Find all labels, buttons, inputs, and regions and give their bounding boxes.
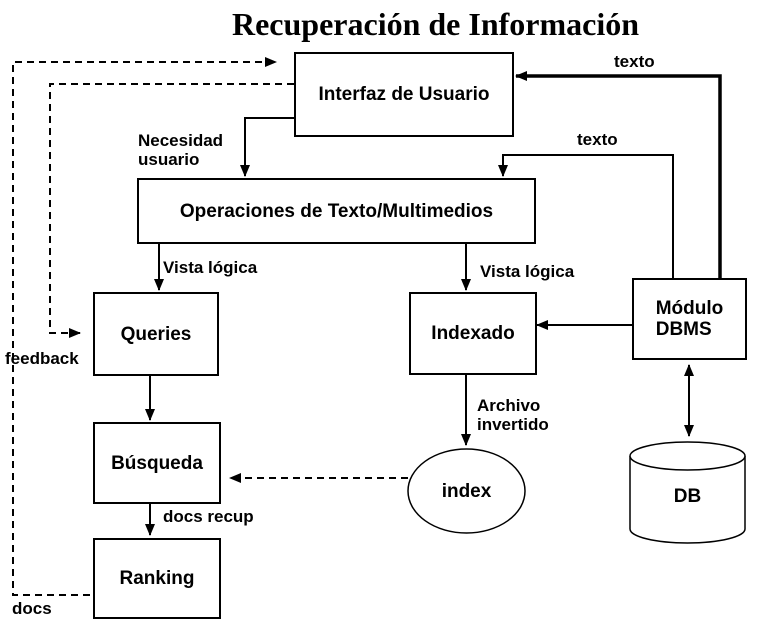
dashed-ranking-to-interfaz-docs xyxy=(12,57,277,596)
node-db-shape xyxy=(629,441,746,544)
node-modulo-dbms: Módulo DBMS xyxy=(632,278,747,360)
dashed-interfaz-to-queries-feedback xyxy=(49,83,294,338)
edge-label-texto-mid: texto xyxy=(577,130,618,149)
node-queries: Queries xyxy=(93,292,219,376)
edge-label-texto-top: texto xyxy=(614,52,655,71)
edge-label-feedback: feedback xyxy=(5,349,79,368)
node-interfaz-label: Interfaz de Usuario xyxy=(318,84,490,105)
connector-dbms-to-operaciones-texto xyxy=(498,154,674,278)
diagram-title: Recuperación de Información xyxy=(231,6,640,42)
node-operaciones-texto: Operaciones de Texto/Multimedios xyxy=(137,178,536,244)
edge-label-docs-recup: docs recup xyxy=(163,507,254,526)
connector-interfaz-to-operaciones xyxy=(240,117,294,177)
node-index-label: index xyxy=(441,481,492,502)
connector-dbms-to-interfaz-texto xyxy=(515,71,722,278)
edge-label-necesidad-usuario: Necesidad usuario xyxy=(138,131,223,169)
node-interfaz-de-usuario: Interfaz de Usuario xyxy=(294,52,514,137)
edge-label-vista-logica-right: Vista lógica xyxy=(480,262,575,281)
edge-label-docs: docs xyxy=(12,599,52,618)
node-index-shape xyxy=(407,448,526,534)
edge-label-necesidad-line2: usuario xyxy=(138,150,200,169)
node-ranking: Ranking xyxy=(93,538,221,619)
node-operaciones-label: Operaciones de Texto/Multimedios xyxy=(179,200,494,222)
node-dbms-label-line1: Módulo xyxy=(655,298,724,319)
edge-label-necesidad-line1: Necesidad xyxy=(138,131,224,150)
edge-label-archivo-line2: invertido xyxy=(477,415,549,434)
node-busqueda-label: Búsqueda xyxy=(111,452,203,474)
edge-label-archivo-invertido: Archivo invertido xyxy=(477,396,549,434)
node-db-label: DB xyxy=(673,486,702,507)
node-indexado-label: Indexado xyxy=(431,323,515,344)
edge-label-archivo-line1: Archivo xyxy=(477,396,541,415)
edge-label-vista-logica-left: Vista lógica xyxy=(163,258,258,277)
node-indexado: Indexado xyxy=(409,292,537,375)
node-queries-label: Queries xyxy=(120,323,192,345)
node-dbms-label-line2: DBMS xyxy=(655,319,712,340)
node-ranking-label: Ranking xyxy=(119,568,195,589)
node-busqueda: Búsqueda xyxy=(93,422,221,504)
